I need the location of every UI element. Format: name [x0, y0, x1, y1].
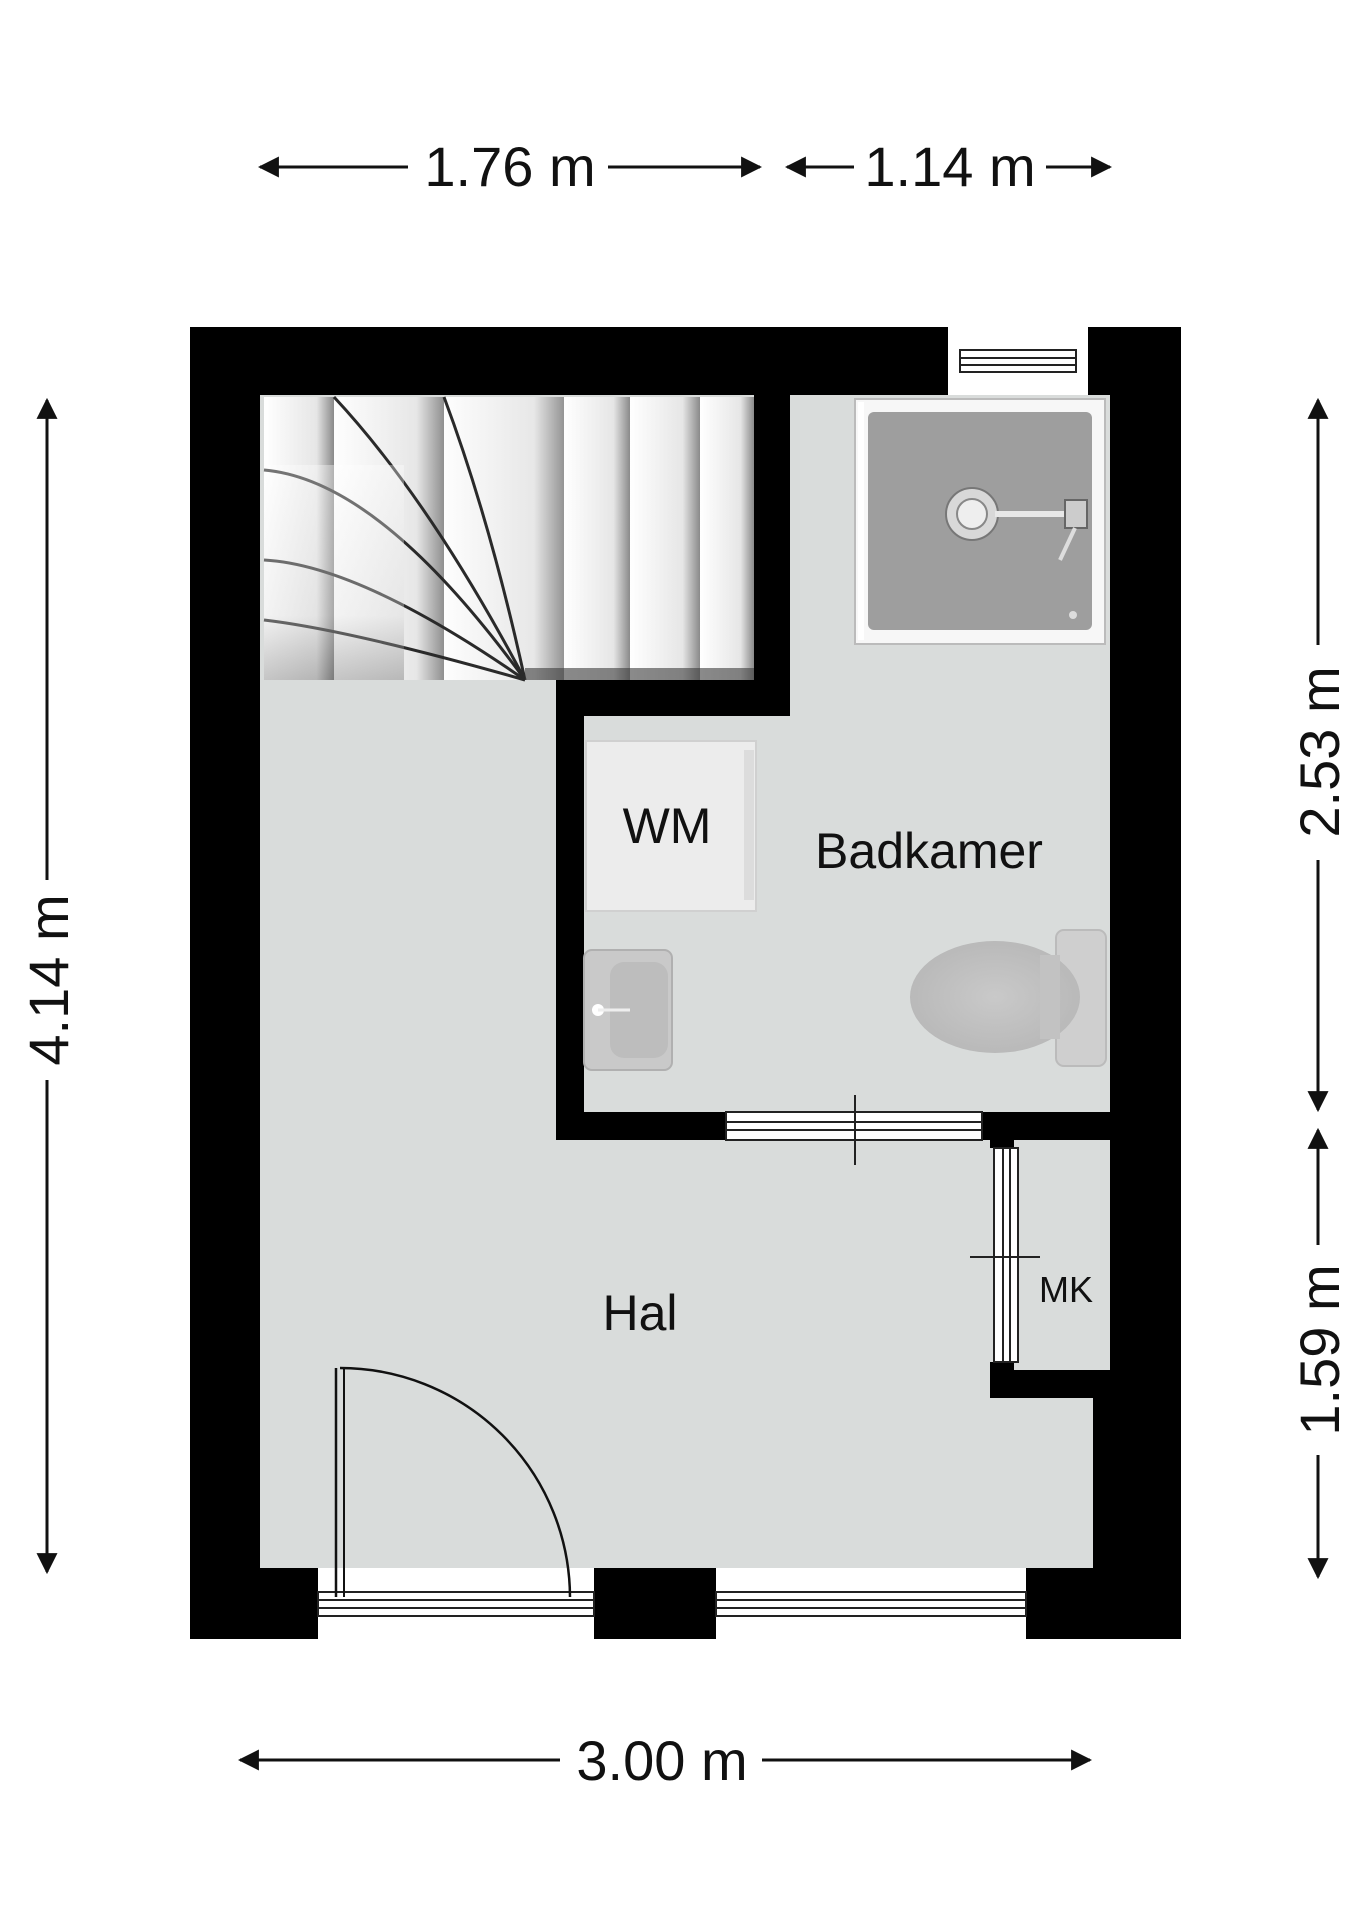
wall-niche-gap	[1063, 1398, 1093, 1568]
bathroom-window	[948, 327, 1088, 395]
room-label-hal: Hal	[602, 1285, 677, 1341]
toilet	[910, 929, 1107, 1067]
stair-side-wall	[754, 395, 790, 715]
dimension-right-lower-label: 1.59 m	[1288, 1264, 1351, 1435]
bathroom-left-wall	[556, 680, 584, 1140]
bathroom-door[interactable]	[725, 1095, 983, 1165]
washing-machine: WM	[585, 740, 757, 912]
room-label-badkamer: Badkamer	[815, 823, 1043, 879]
washing-machine-label: WM	[623, 798, 712, 854]
front-door-frame	[317, 1568, 595, 1639]
closet-left-wall-stub	[990, 1112, 1014, 1148]
bathroom-top-left-wall	[556, 680, 790, 716]
room-label-mk: MK	[1039, 1269, 1093, 1310]
closet-left-wall-bottom	[990, 1362, 1014, 1398]
floor-area	[260, 395, 1110, 1568]
stair-steps	[263, 395, 754, 682]
closet-door[interactable]	[970, 1147, 1040, 1363]
shower	[854, 398, 1106, 645]
dimension-left: 4.14 m	[17, 397, 80, 1575]
front-door[interactable]	[334, 1366, 572, 1598]
front-window	[715, 1568, 1027, 1639]
dimension-right-upper: 2.53 m	[1288, 397, 1351, 1113]
bathroom-bottom-wall-left	[556, 1112, 726, 1140]
dimension-bottom: 3.00 m	[237, 1729, 1093, 1792]
closet-floor	[1022, 1140, 1110, 1370]
dimension-top-right: 1.14 m	[784, 135, 1113, 198]
shower-faucet-icon	[1064, 499, 1088, 529]
dimension-top-right-label: 1.14 m	[864, 135, 1035, 198]
dimension-right-lower: 1.59 m	[1288, 1127, 1351, 1580]
sink	[583, 949, 673, 1071]
wall-niche	[1095, 1398, 1110, 1568]
dimension-top-left: 1.76 m	[257, 135, 763, 198]
dimension-right-upper-label: 2.53 m	[1288, 666, 1351, 837]
dimension-left-label: 4.14 m	[17, 894, 80, 1065]
dimension-top-left-label: 1.76 m	[424, 135, 595, 198]
dimension-bottom-label: 3.00 m	[576, 1729, 747, 1792]
